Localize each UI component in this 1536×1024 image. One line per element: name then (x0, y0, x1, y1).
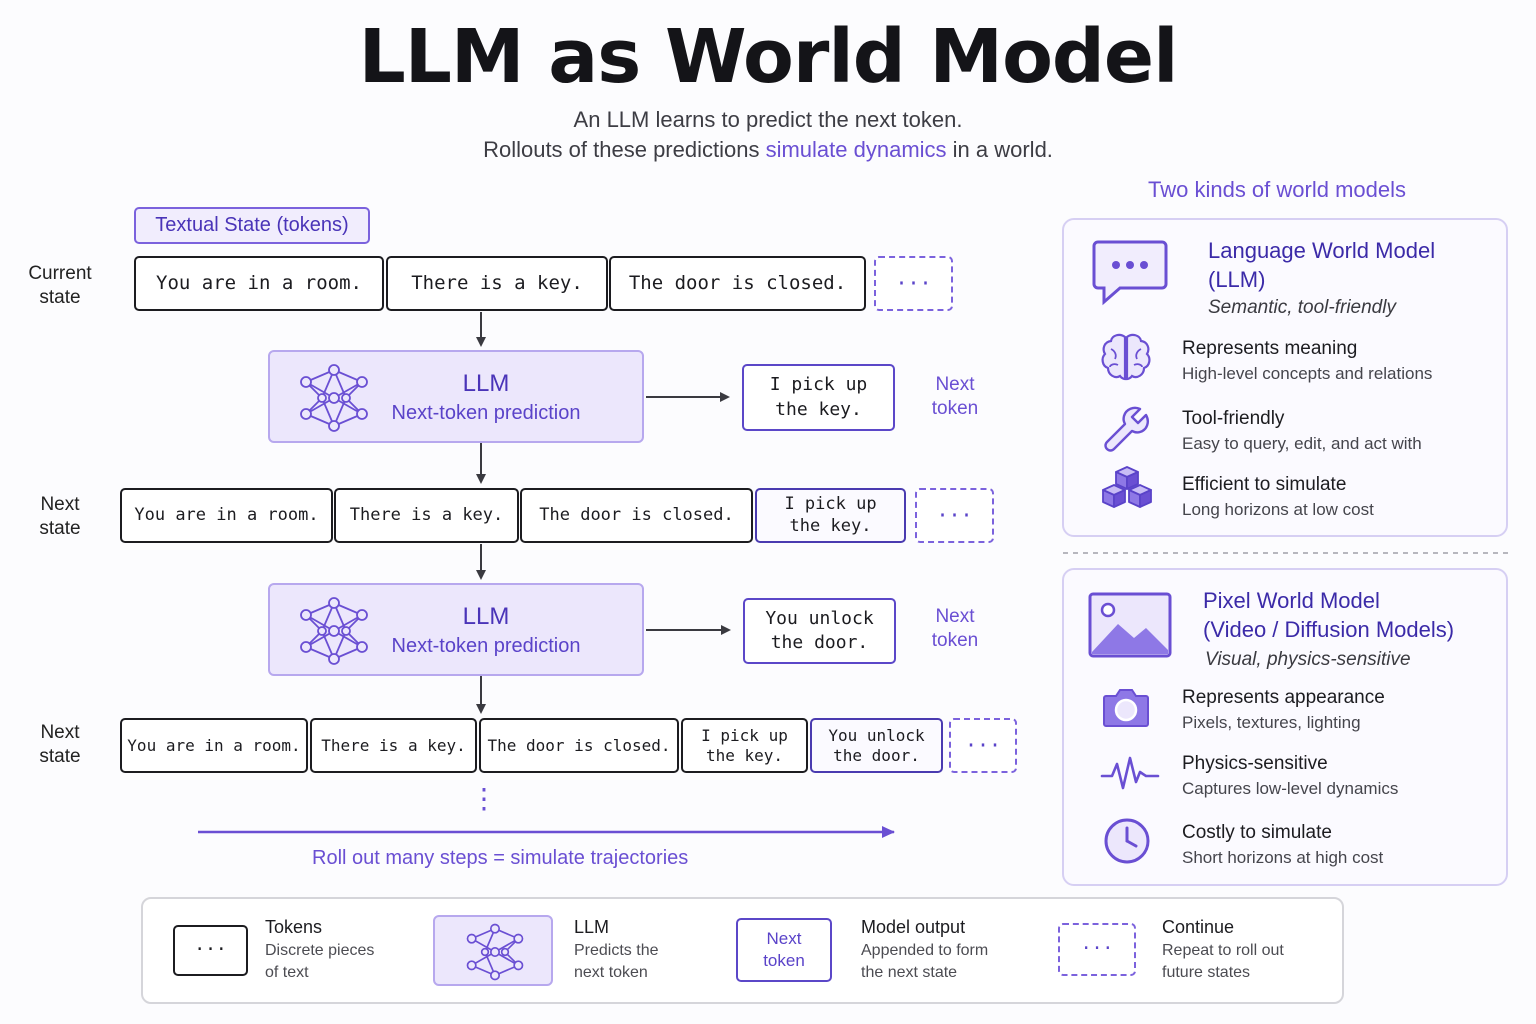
textual-state-label: Textual State (tokens) (134, 207, 370, 244)
clock-icon (1104, 818, 1150, 864)
subtitle-line-1: An LLM learns to predict the next token. (573, 107, 963, 132)
brain-icon (1101, 333, 1151, 381)
token-next1-3: The door is closed. (520, 488, 753, 543)
token-next1-1: You are in a room. (120, 488, 333, 543)
llm-desc: Next-token prediction (391, 402, 581, 424)
feature-tool-friendly: Tool-friendly Easy to query, edit, and a… (1182, 408, 1422, 453)
token-next2-5: You unlock the door. (810, 718, 943, 773)
legend-llm-swatch (433, 915, 553, 986)
legend-token-swatch: ··· (173, 925, 248, 976)
feature-represents-appearance: Represents appearance Pixels, textures, … (1182, 687, 1385, 732)
neural-network-icon (466, 923, 524, 981)
token-next2-2: There is a key. (310, 718, 477, 773)
feature-efficient-to-simulate: Efficient to simulate Long horizons at l… (1182, 474, 1374, 519)
wrench-icon (1104, 406, 1149, 452)
legend-output-swatch: Next token (736, 918, 832, 982)
row-label-next-1: Next state (39, 494, 81, 539)
pixel-world-model-panel: Pixel World Model (Video / Diffusion Mod… (1062, 568, 1508, 886)
subtitle-highlight: simulate dynamics (765, 137, 947, 162)
token-current-2: There is a key. (386, 256, 608, 311)
llm-name: LLM (462, 370, 510, 397)
cubes-icon (1102, 466, 1152, 508)
next-token-output-1: I pick up the key. (742, 364, 895, 431)
pixel-model-title: Pixel World Model (Video / Diffusion Mod… (1203, 588, 1455, 642)
token-ellipsis-next2: ··· (949, 718, 1017, 773)
neural-network-icon (300, 364, 368, 432)
row-label-next-2: Next state (39, 722, 81, 767)
pulse-icon (1100, 756, 1160, 790)
token-next2-4: I pick up the key. (681, 718, 808, 773)
token-next2-1: You are in a room. (120, 718, 308, 773)
kinds-title: Two kinds of world models (1148, 177, 1406, 202)
token-current-3: The door is closed. (609, 256, 866, 311)
legend-item-continue: Continue Repeat to roll out future state… (1162, 917, 1284, 981)
llm-name: LLM (462, 603, 510, 630)
legend-item-model-output: Model output Appended to form the next s… (861, 917, 989, 981)
token-next1-4: I pick up the key. (755, 488, 906, 543)
neural-network-icon (300, 597, 368, 665)
token-next1-2: There is a key. (334, 488, 519, 543)
row-label-current: Current state (28, 263, 92, 308)
continuation-dots: ⋮ (470, 782, 498, 815)
legend-continue-swatch: ··· (1058, 923, 1136, 976)
legend: ··· Tokens Discrete pieces of text LLM P… (141, 897, 1344, 1004)
language-model-subtitle: Semantic, tool-friendly (1208, 297, 1396, 318)
token-ellipsis-current: ··· (874, 256, 953, 311)
next-token-output-2: You unlock the door. (743, 598, 896, 664)
token-ellipsis-next1: ··· (915, 488, 994, 543)
next-token-label-1: Next token (931, 374, 979, 419)
next-token-label-2: Next token (931, 606, 979, 651)
feature-physics-sensitive: Physics-sensitive Captures low-level dyn… (1182, 753, 1399, 798)
llm-block-1: LLM Next-token prediction (268, 350, 644, 443)
page-title: LLM as World Model (358, 14, 1179, 100)
feature-represents-meaning: Represents meaning High-level concepts a… (1182, 338, 1433, 383)
chat-bubble-icon (1092, 240, 1168, 306)
subtitle-line-2: Rollouts of these predictions simulate d… (483, 137, 1053, 162)
language-model-title: Language World Model (LLM) (1208, 238, 1436, 292)
legend-item-llm: LLM Predicts the next token (574, 917, 659, 981)
llm-block-2: LLM Next-token prediction (268, 583, 644, 676)
token-current-1: You are in a room. (134, 256, 384, 311)
llm-desc: Next-token prediction (391, 635, 581, 657)
rollout-label: Roll out many steps = simulate trajector… (312, 847, 689, 869)
legend-item-tokens: Tokens Discrete pieces of text (265, 917, 375, 981)
image-icon (1088, 592, 1172, 658)
language-world-model-panel: Language World Model (LLM) Semantic, too… (1062, 218, 1508, 537)
pixel-model-subtitle: Visual, physics-sensitive (1205, 649, 1411, 670)
token-next2-3: The door is closed. (479, 718, 679, 773)
camera-icon (1103, 689, 1149, 727)
feature-costly-to-simulate: Costly to simulate Short horizons at hig… (1182, 822, 1384, 867)
